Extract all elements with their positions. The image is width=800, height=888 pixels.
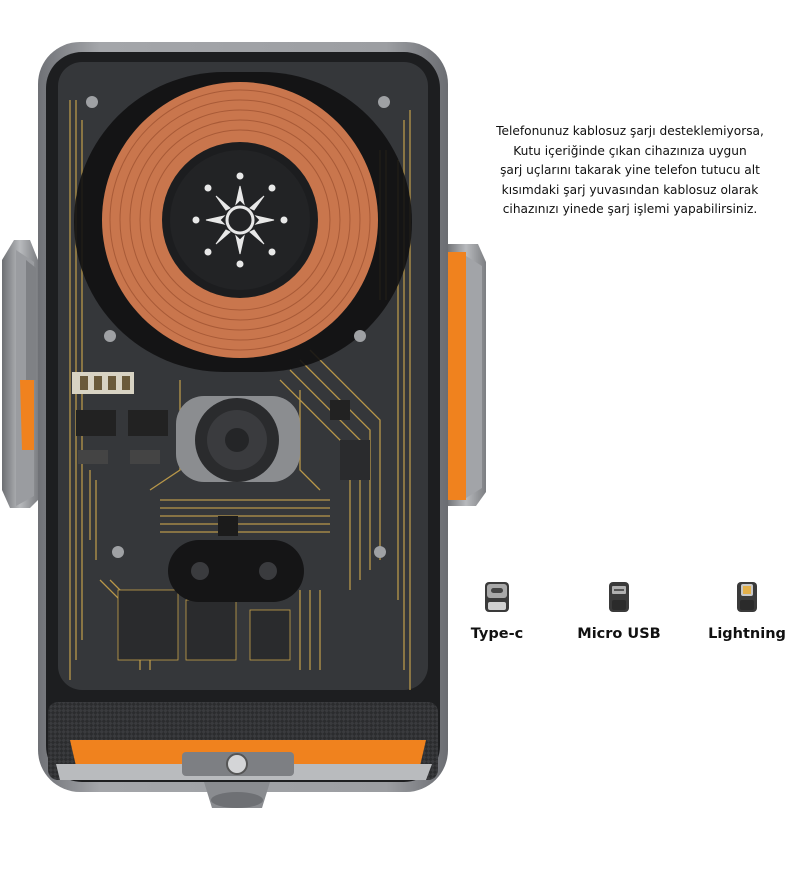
sensor-window (168, 540, 304, 602)
description-line: kısımdaki şarj yuvasından kablosuz olara… (501, 182, 759, 197)
micro-usb-connector-icon (609, 582, 629, 612)
connector-label: Type-c (470, 626, 524, 642)
connector-micro-usb: Micro USB (564, 580, 674, 642)
charging-description: Telefonunuz kablosuz şarjı desteklemiyor… (480, 122, 780, 220)
description-line: Telefonunuz kablosuz şarjı desteklemiyor… (496, 124, 764, 138)
connector-lightning: Lightning (692, 580, 800, 642)
pcb-components (72, 372, 370, 661)
description-line: cihazınızı yinede şarj işlemi yapabilirs… (502, 202, 758, 216)
panel-screws (86, 96, 390, 558)
bottom-cradle (56, 740, 432, 808)
connector-label: Lightning (708, 626, 786, 642)
lightning-connector-icon (737, 582, 757, 612)
connector-label: Micro USB (577, 626, 661, 642)
description-line: şarj uçlarını takarak yine telefon tutuc… (500, 163, 760, 177)
cooling-fan (176, 396, 300, 482)
connector-type-c: Type-c (442, 580, 552, 642)
description-line: Kutu içeriğinde çıkan cihazınıza uygun (513, 143, 747, 158)
right-grip-arm (446, 244, 486, 506)
type-c-connector-icon (485, 582, 509, 612)
wireless-charging-coil (74, 72, 412, 372)
sun-emblem-icon (192, 172, 288, 268)
left-grip-arm (2, 240, 38, 508)
